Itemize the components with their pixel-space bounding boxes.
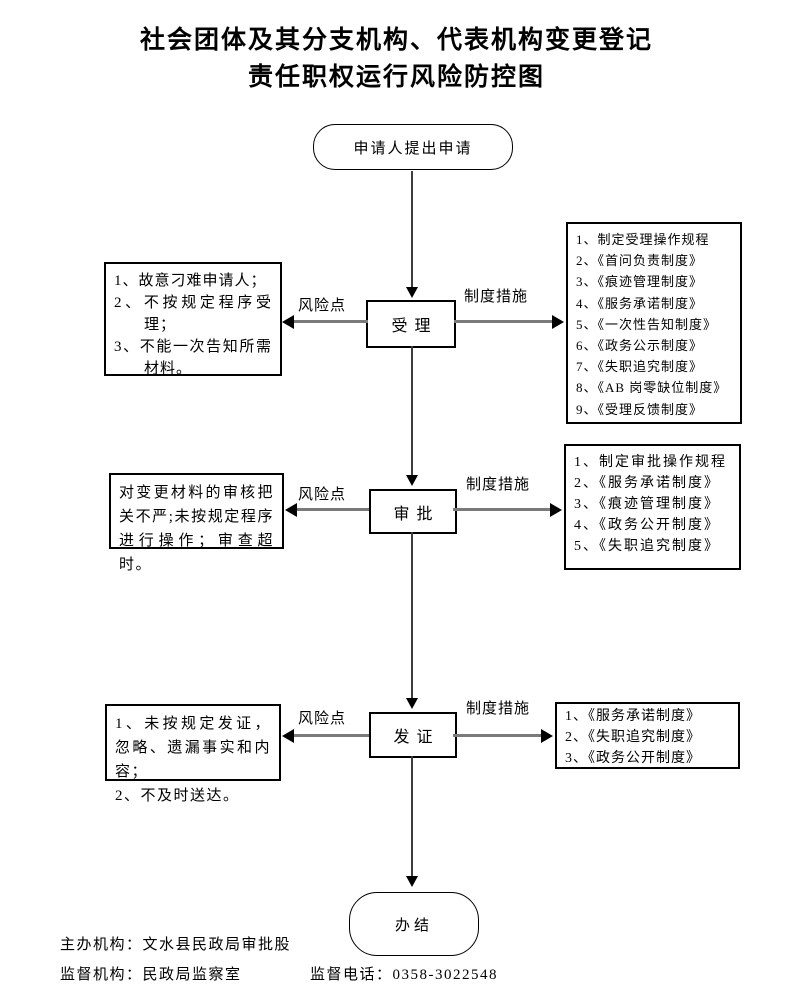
- arrow-left-icon: [282, 315, 294, 329]
- arrow-down-icon: [406, 698, 418, 709]
- footer-supervisor-phone: 监督电话：0358-3022548: [310, 967, 498, 983]
- measure-label-accept: 制度措施: [464, 289, 529, 305]
- stage-box-accept: 受理: [366, 300, 456, 348]
- measure-box-issue: 1、《服务承诺制度》 2、《失职追究制度》 3、《政务公开制度》: [555, 702, 740, 769]
- page-title: 社会团体及其分支机构、代表机构变更登记 责任职权运行风险防控图: [0, 22, 793, 96]
- arrow-shaft: [292, 320, 368, 323]
- page-title-line2: 责任职权运行风险防控图: [247, 63, 545, 91]
- arrow-shaft: [411, 756, 413, 877]
- stage-box-approve: 审批: [369, 489, 457, 534]
- measure-item: 1、制定受理操作规程: [576, 232, 710, 247]
- measure-item: 4、《服务承诺制度》: [576, 295, 704, 311]
- start-node-label: 申请人提出申请: [353, 140, 473, 157]
- measure-item: 9、《受理反馈制度》: [576, 401, 704, 417]
- arrow-shaft: [454, 320, 552, 323]
- end-node-label: 办结: [394, 917, 433, 934]
- risk-item: 2、不及时送达。: [115, 788, 240, 804]
- measure-box-accept: 1、制定受理操作规程 2、《首问负责制度》 3、《痕迹管理制度》 4、《服务承诺…: [566, 222, 742, 424]
- arrow-down-icon: [406, 475, 418, 486]
- measure-label-issue: 制度措施: [466, 701, 531, 717]
- measure-item: 3、《政务公开制度》: [565, 751, 701, 766]
- stage-box-approve-label: 审批: [393, 505, 440, 523]
- measure-item: 2、《服务承诺制度》: [574, 476, 720, 491]
- measure-item: 7、《失职追究制度》: [576, 359, 704, 375]
- arrow-left-icon: [285, 503, 297, 517]
- arrow-shaft: [295, 508, 369, 511]
- risk-label-issue: 风险点: [298, 711, 347, 727]
- arrow-down-icon: [406, 876, 418, 887]
- measure-label-approve: 制度措施: [466, 477, 531, 493]
- footer-host-agency: 主办机构：文水县民政局审批股: [60, 937, 292, 953]
- arrow-right-icon: [552, 315, 564, 329]
- arrow-shaft: [411, 346, 413, 476]
- arrow-right-icon: [541, 729, 553, 743]
- arrow-shaft: [411, 532, 413, 699]
- risk-label-accept: 风险点: [298, 298, 347, 314]
- risk-item: 1、未按规定发证，忽略、遗漏事实和内容；: [115, 716, 271, 780]
- arrow-shaft: [292, 734, 369, 737]
- measure-item: 1、《服务承诺制度》: [565, 709, 701, 724]
- measure-item: 5、《一次性告知制度》: [576, 316, 718, 332]
- measure-item: 5、《失职追究制度》: [574, 539, 720, 554]
- measure-item: 3、《痕迹管理制度》: [574, 497, 720, 512]
- arrow-shaft: [453, 508, 550, 511]
- start-node: 申请人提出申请: [313, 124, 513, 170]
- risk-item: 2、不按规定程序受理；: [114, 295, 272, 333]
- risk-box-issue: 1、未按规定发证，忽略、遗漏事实和内容； 2、不及时送达。: [105, 704, 281, 804]
- arrow-shaft: [411, 171, 413, 288]
- measure-item: 8、《AB 岗零缺位制度》: [576, 380, 728, 396]
- measure-item: 1、制定审批操作规程: [574, 455, 727, 470]
- measure-item: 3、《痕迹管理制度》: [576, 274, 704, 290]
- risk-box-accept: 1、故意刁难申请人； 2、不按规定程序受理； 3、不能一次告知所需材料。: [104, 262, 282, 377]
- risk-label-approve: 风险点: [298, 487, 347, 503]
- risk-item: 1、故意刁难申请人；: [114, 273, 267, 289]
- measure-item: 2、《首问负责制度》: [576, 253, 704, 269]
- measure-item: 2、《失职追究制度》: [565, 730, 701, 745]
- risk-box-approve: 对变更材料的审核把关不严;未按规定程序进行操作；审查超时。: [109, 473, 284, 573]
- measure-item: 4、《政务公开制度》: [574, 518, 720, 533]
- end-node: 办结: [349, 892, 479, 956]
- arrow-right-icon: [550, 503, 562, 517]
- measure-box-approve: 1、制定审批操作规程 2、《服务承诺制度》 3、《痕迹管理制度》 4、《政务公开…: [564, 444, 741, 570]
- risk-item: 对变更材料的审核把关不严;未按规定程序进行操作；审查超时。: [119, 485, 274, 573]
- stage-box-issue: 发证: [369, 712, 457, 758]
- stage-box-accept-label: 受理: [391, 318, 438, 335]
- risk-item: 3、不能一次告知所需材料。: [114, 339, 272, 377]
- footer-supervisor-agency: 监督机构：民政局监察室: [60, 967, 242, 983]
- stage-box-issue-label: 发证: [393, 729, 440, 746]
- arrow-down-icon: [406, 287, 418, 298]
- measure-item: 6、《政务公示制度》: [576, 338, 704, 354]
- page-title-line1: 社会团体及其分支机构、代表机构变更登记: [139, 26, 653, 54]
- arrow-shaft: [453, 734, 541, 737]
- arrow-left-icon: [282, 729, 294, 743]
